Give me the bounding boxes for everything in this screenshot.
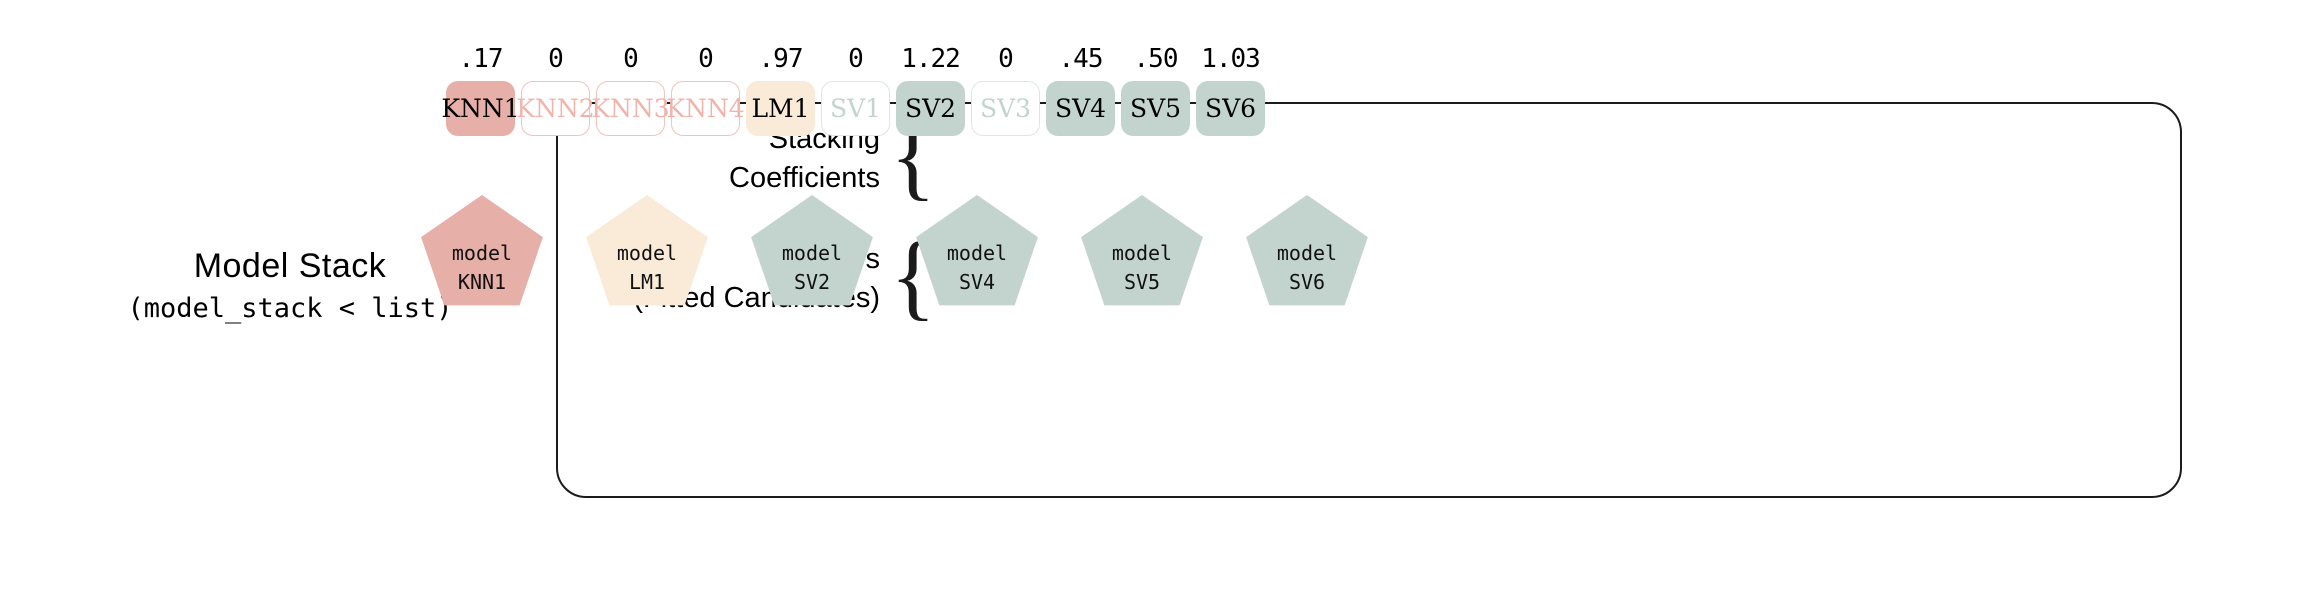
candidate-chip-sv3[interactable]: SV3 xyxy=(971,81,1040,136)
candidate-chip-knn2[interactable]: KNN2 xyxy=(516,81,595,136)
pentagon-shape-icon xyxy=(1246,195,1368,306)
candidate-chip-knn3[interactable]: KNN3 xyxy=(591,81,670,136)
coefficient-value: .45 xyxy=(1058,44,1104,74)
model-stack-caption: Model Stack (model_stack < list) xyxy=(60,246,520,325)
coefficient-value: .50 xyxy=(1133,44,1179,74)
coefficient-value: 1.03 xyxy=(1201,44,1261,74)
coefficient-value: 0 xyxy=(548,44,564,74)
stacking-coefficients-label-line2: Coefficients xyxy=(729,162,880,195)
model-stack-title: Model Stack xyxy=(193,247,387,285)
candidate-chip-knn4[interactable]: KNN4 xyxy=(666,81,745,136)
candidate-chip-sv1[interactable]: SV1 xyxy=(821,81,890,136)
pentagon-shape-icon xyxy=(916,195,1038,306)
candidate-chip-knn1[interactable]: KNN1 xyxy=(441,81,520,136)
candidate-chip-sv6[interactable]: SV6 xyxy=(1196,81,1265,136)
candidate-chip-sv5[interactable]: SV5 xyxy=(1121,81,1190,136)
pentagon-shape-icon xyxy=(1081,195,1203,306)
candidate-chip-sv4[interactable]: SV4 xyxy=(1046,81,1115,136)
pentagon-shape-icon xyxy=(421,195,543,306)
coefficient-value: 1.22 xyxy=(901,44,961,74)
coefficient-value: .17 xyxy=(458,44,504,74)
coefficient-value: 0 xyxy=(998,44,1014,74)
candidate-chip-sv2[interactable]: SV2 xyxy=(896,81,965,136)
pentagon-shape-icon xyxy=(586,195,708,306)
candidate-chip-lm1[interactable]: LM1 xyxy=(746,81,815,136)
coefficient-value: 0 xyxy=(698,44,714,74)
pentagon-shape-icon xyxy=(751,195,873,306)
coefficient-value: .97 xyxy=(758,44,804,74)
coefficient-value: 0 xyxy=(848,44,864,74)
coefficient-value: 0 xyxy=(623,44,639,74)
model-stack-type-annotation: (model_stack < list) xyxy=(127,292,453,324)
